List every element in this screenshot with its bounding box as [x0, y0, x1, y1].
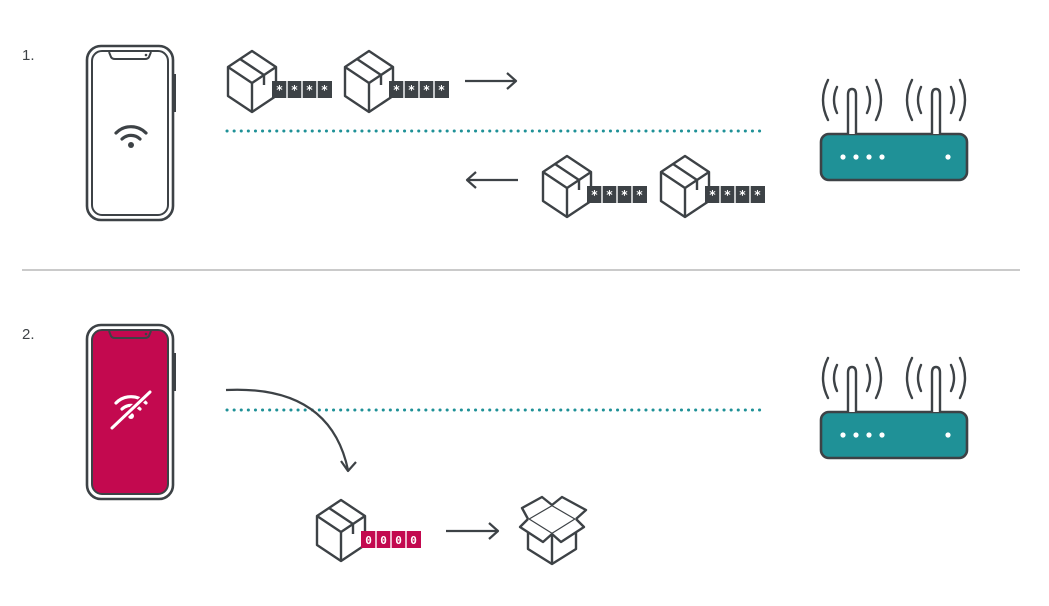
outgoing-packet-2: * * * *	[343, 49, 450, 114]
package-icon	[659, 154, 711, 219]
package-icon	[343, 49, 395, 114]
package-icon	[226, 49, 278, 114]
code-digit: 0	[395, 534, 402, 547]
code-digit: 0	[365, 534, 372, 547]
package-icon	[315, 498, 367, 563]
incoming-packet-1: * * * *	[541, 154, 648, 219]
package-icon	[541, 154, 593, 219]
arrow-icon	[446, 522, 500, 540]
code-digit: *	[724, 188, 731, 202]
code-digit: *	[591, 188, 598, 202]
code-digit: *	[291, 83, 298, 97]
code-digit: 0	[410, 534, 417, 547]
smartphone-icon	[85, 44, 178, 222]
open-package-icon	[518, 495, 588, 566]
exposed-packet: 0 0 0 0	[315, 498, 422, 563]
step-1-label: 1.	[22, 47, 35, 64]
packet-code: * * * *	[393, 83, 445, 97]
outgoing-packet-1: * * * *	[226, 49, 333, 114]
packet-code: * * * *	[276, 83, 328, 97]
code-digit: *	[393, 83, 400, 97]
code-digit: *	[321, 83, 328, 97]
code-digit: *	[276, 83, 283, 97]
code-digit: *	[709, 188, 716, 202]
step-2-label: 2.	[22, 326, 35, 343]
wifi-off-icon	[109, 389, 153, 431]
code-digit: *	[739, 188, 746, 202]
wifi-icon	[114, 125, 148, 148]
arrow-icon	[465, 72, 518, 90]
code-digit: *	[423, 83, 430, 97]
code-digit: *	[408, 83, 415, 97]
router-icon	[819, 78, 969, 182]
incoming-packet-2: * * * *	[659, 154, 766, 219]
redirect-arrow-icon	[225, 388, 357, 473]
arrow-icon	[465, 171, 518, 189]
step-1-phone	[85, 44, 178, 222]
code-digit: 0	[380, 534, 387, 547]
code-digit: *	[754, 188, 761, 202]
code-digit: *	[606, 188, 613, 202]
packet-code: * * * *	[591, 188, 643, 202]
code-digit: *	[306, 83, 313, 97]
step-2-phone	[85, 323, 178, 501]
packet-code: * * * *	[709, 188, 761, 202]
router-icon	[819, 356, 969, 460]
packet-code: 0 0 0 0	[365, 534, 417, 547]
code-digit: *	[636, 188, 643, 202]
code-digit: *	[438, 83, 445, 97]
code-digit: *	[621, 188, 628, 202]
